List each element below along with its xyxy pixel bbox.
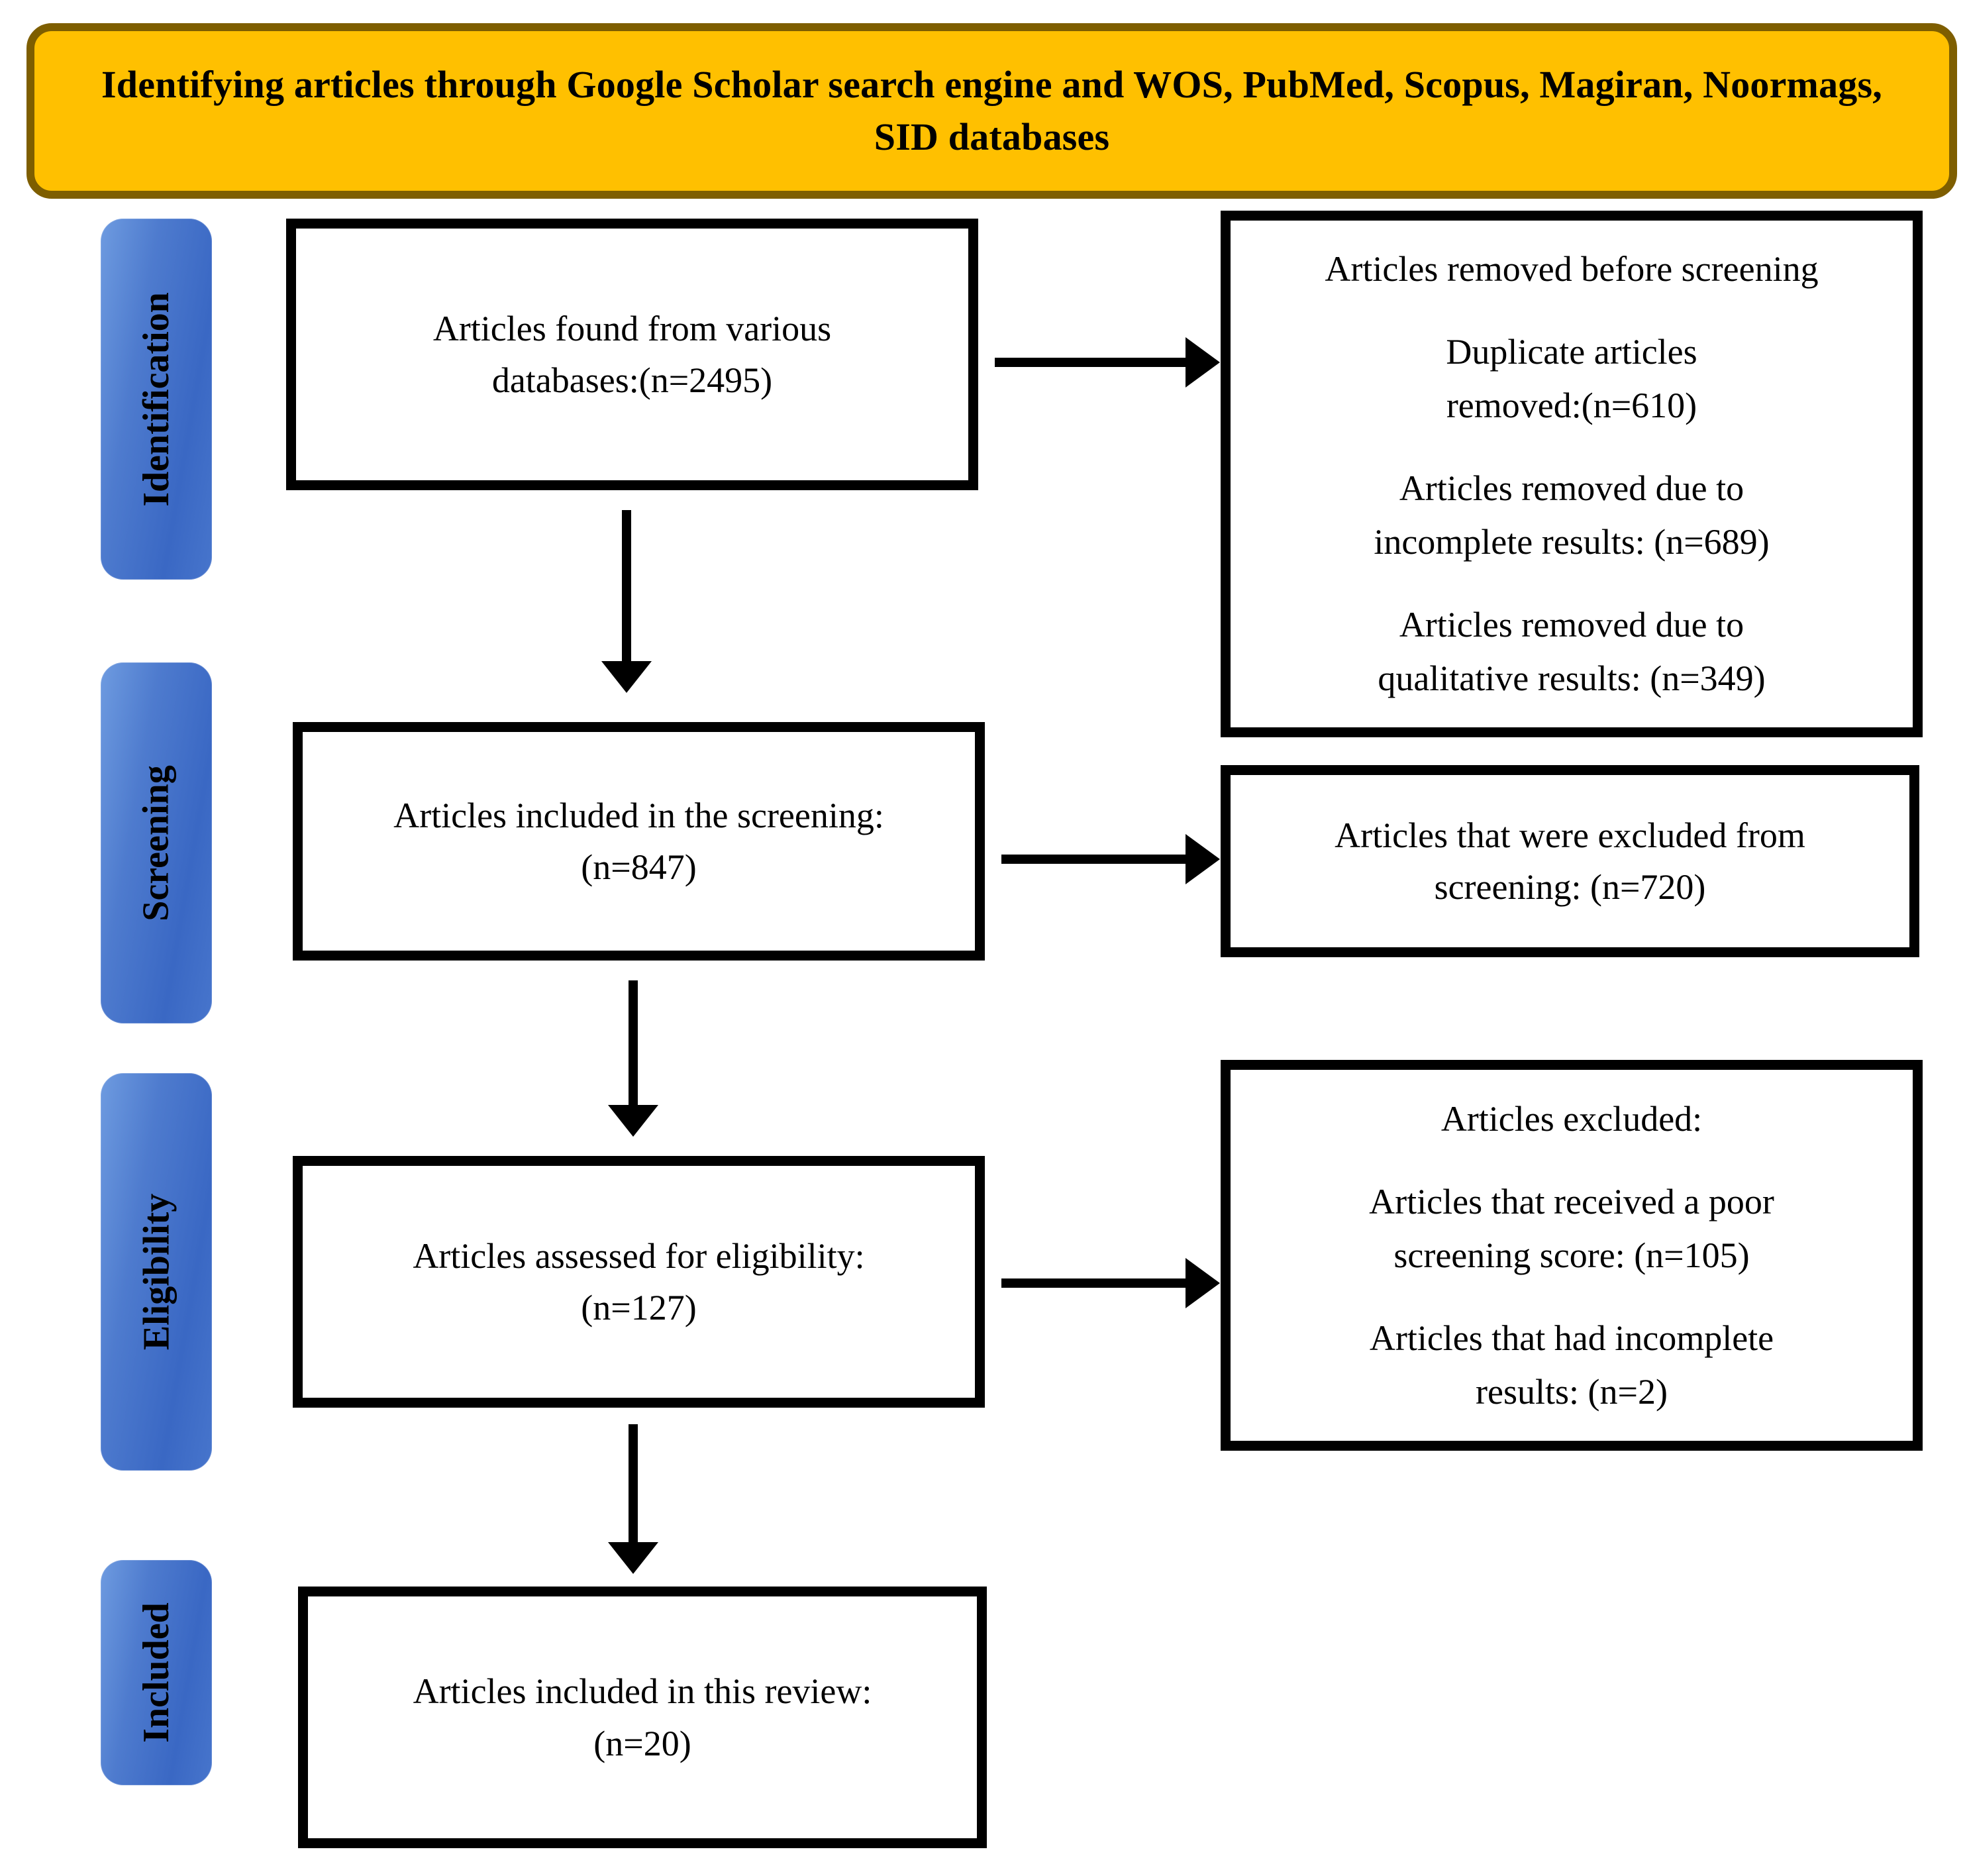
box-articles-screened: Articles included in the screening: (n=8… <box>293 722 985 961</box>
stage-pill-screening: Screening <box>101 662 212 1023</box>
box-articles-eligibility-assessed: Articles assessed for eligibility: (n=12… <box>293 1156 985 1408</box>
removed-p4-line2: qualitative results: (n=349) <box>1378 658 1766 698</box>
removed-p2-line1: Duplicate articles <box>1446 332 1697 372</box>
diagram-header-banner: Identifying articles through Google Scho… <box>26 23 1957 199</box>
excluded-screening-line2: screening: (n=720) <box>1434 867 1706 907</box>
stage-pill-eligibility: Eligibility <box>101 1073 212 1471</box>
box-excluded-from-screening: Articles that were excluded from screeni… <box>1221 765 1919 957</box>
arrow-right-identified-to-removed <box>995 358 1187 367</box>
arrow-down-identified-to-screened <box>622 510 631 662</box>
header-title: Identifying articles through Google Scho… <box>101 63 1882 158</box>
box-removed-before-screening: Articles removed before screening Duplic… <box>1221 211 1923 737</box>
stage-pill-identification: Identification <box>101 219 212 580</box>
removed-p3-line2: incomplete results: (n=689) <box>1374 522 1770 562</box>
excluded-elig-p3-line1: Articles that had incomplete <box>1369 1318 1774 1358</box>
arrow-right-eligibility-to-excluded <box>1001 1278 1187 1288</box>
stage-label-screening: Screening <box>136 764 177 921</box>
arrow-down-screened-to-eligibility <box>629 980 638 1106</box>
box-screened-line1: Articles included in the screening: <box>393 795 884 835</box>
box-eligibility-line1: Articles assessed for eligibility: <box>413 1235 865 1276</box>
arrow-down-eligibility-to-included <box>629 1424 638 1543</box>
box-identified-line1: Articles found from various <box>432 308 832 348</box>
box-articles-included: Articles included in this review: (n=20) <box>298 1587 987 1848</box>
excluded-elig-p2-line2: screening score: (n=105) <box>1393 1235 1750 1275</box>
box-excluded-eligibility: Articles excluded: Articles that receive… <box>1221 1060 1923 1451</box>
removed-p2-line2: removed:(n=610) <box>1446 386 1697 425</box>
stage-label-identification: Identification <box>136 291 177 507</box>
excluded-elig-p3-line2: results: (n=2) <box>1476 1371 1668 1412</box>
excluded-elig-p2-line1: Articles that received a poor <box>1369 1181 1774 1222</box>
removed-p1: Articles removed before screening <box>1325 249 1819 289</box>
box-articles-identified: Articles found from various databases:(n… <box>286 219 978 490</box>
box-screened-line2: (n=847) <box>581 847 697 887</box>
excluded-elig-p1: Articles excluded: <box>1440 1098 1703 1139</box>
removed-p3-line1: Articles removed due to <box>1399 468 1744 508</box>
box-identified-line2: databases:(n=2495) <box>491 360 773 400</box>
stage-label-included: Included <box>136 1602 177 1743</box>
arrow-right-screened-to-excluded <box>1001 855 1187 864</box>
box-eligibility-line2: (n=127) <box>581 1288 697 1328</box>
box-included-line1: Articles included in this review: <box>413 1671 872 1712</box>
removed-p4-line1: Articles removed due to <box>1399 605 1744 645</box>
stage-label-eligibility: Eligibility <box>136 1193 177 1351</box>
excluded-screening-line1: Articles that were excluded from <box>1335 815 1805 855</box>
box-included-line2: (n=20) <box>593 1723 691 1763</box>
stage-pill-included: Included <box>101 1560 212 1785</box>
